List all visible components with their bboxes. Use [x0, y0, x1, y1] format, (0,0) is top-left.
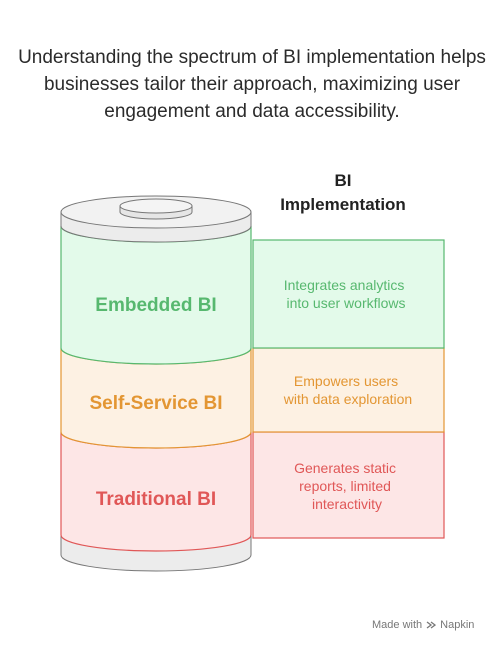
footer-brand: Napkin	[440, 619, 475, 631]
layer-embedded-bi: Embedded BI Integrates analytics into us…	[60, 225, 445, 365]
heading-line-1: BI	[334, 171, 352, 190]
layer-self-service-bi: Self-Service BI Empowers users with data…	[60, 347, 445, 449]
description-box-self-service-bi	[252, 347, 445, 433]
layer-label-self-service-bi: Self-Service BI	[89, 393, 222, 414]
cylinder-top	[60, 195, 252, 243]
description-line: into user workflows	[286, 295, 405, 311]
intro-text: Understanding the spectrum of BI impleme…	[18, 47, 486, 122]
layer-label-embedded-bi: Embedded BI	[95, 295, 216, 316]
description-line: with data exploration	[283, 391, 412, 407]
diagram-heading: BI Implementation	[250, 169, 436, 217]
layer-traditional-bi: Traditional BI Generates static reports,…	[60, 431, 445, 552]
footer-attribution: Made with Napkin	[372, 619, 474, 631]
footer-made-with: Made with	[372, 619, 423, 631]
description-box-embedded-bi	[252, 239, 445, 349]
description-line: interactivity	[312, 496, 382, 512]
layer-label-traditional-bi: Traditional BI	[96, 489, 216, 510]
description-line: Generates static	[294, 460, 396, 476]
description-self-service-bi: Empowers users with data exploration	[283, 373, 412, 407]
description-line: reports, limited	[299, 478, 391, 494]
description-embedded-bi: Integrates analytics into user workflows	[284, 277, 409, 311]
description-line: Empowers users	[294, 373, 398, 389]
heading-line-2: Implementation	[280, 195, 406, 214]
napkin-logo-icon	[426, 620, 437, 630]
description-traditional-bi: Generates static reports, limited intera…	[294, 460, 400, 512]
description-line: Integrates analytics	[284, 277, 405, 293]
